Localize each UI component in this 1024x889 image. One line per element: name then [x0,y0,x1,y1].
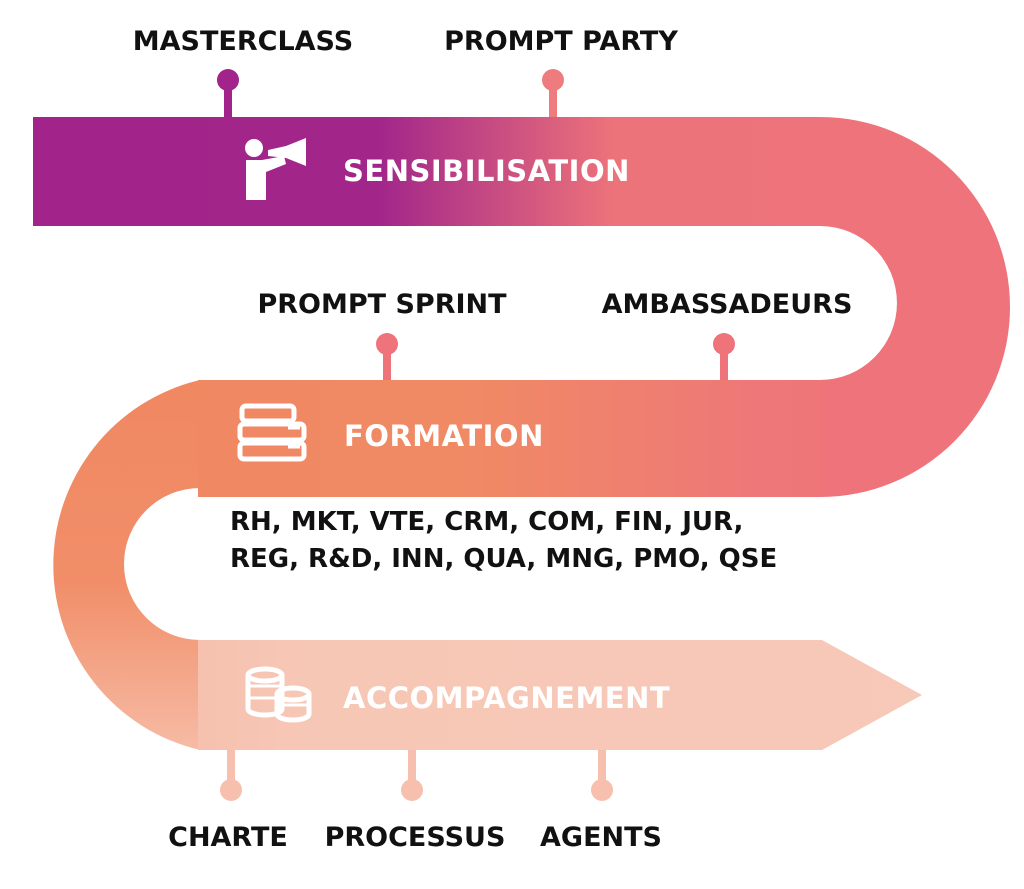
departments-line-1: RH, MKT, VTE, CRM, COM, FIN, JUR, [230,507,743,537]
pin-charte [220,750,242,801]
band-accompagnement [198,640,922,750]
left-curve [53,380,200,750]
milestone-pins [217,69,735,801]
pin-masterclass [217,69,239,117]
band-sensibilisation [33,117,822,226]
pin-agents [591,750,613,801]
megaphone-person-icon [245,138,306,200]
stage-label-sensibilisation: SENSIBILISATION [343,154,630,188]
journey-path [33,117,1010,750]
pin-ambassadeurs [713,333,735,380]
label-ambassadeurs: AMBASSADEURS [602,289,853,320]
pin-prompt-sprint [376,333,398,380]
pin-processus [401,750,423,801]
label-charte: CHARTE [168,822,288,853]
stage-label-accompagnement: ACCOMPAGNEMENT [343,681,670,715]
label-prompt-sprint: PROMPT SPRINT [257,289,507,320]
label-agents: AGENTS [540,822,662,853]
books-stack-icon [237,403,307,462]
right-curve [820,117,1010,497]
label-processus: PROCESSUS [325,822,506,853]
stage-label-formation: FORMATION [344,419,544,453]
label-masterclass: MASTERCLASS [133,26,353,57]
label-prompt-party: PROMPT PARTY [444,26,678,57]
coins-stack-icon [245,666,312,723]
pin-prompt-party [542,69,564,117]
departments-line-2: REG, R&D, INN, QUA, MNG, PMO, QSE [230,544,777,574]
